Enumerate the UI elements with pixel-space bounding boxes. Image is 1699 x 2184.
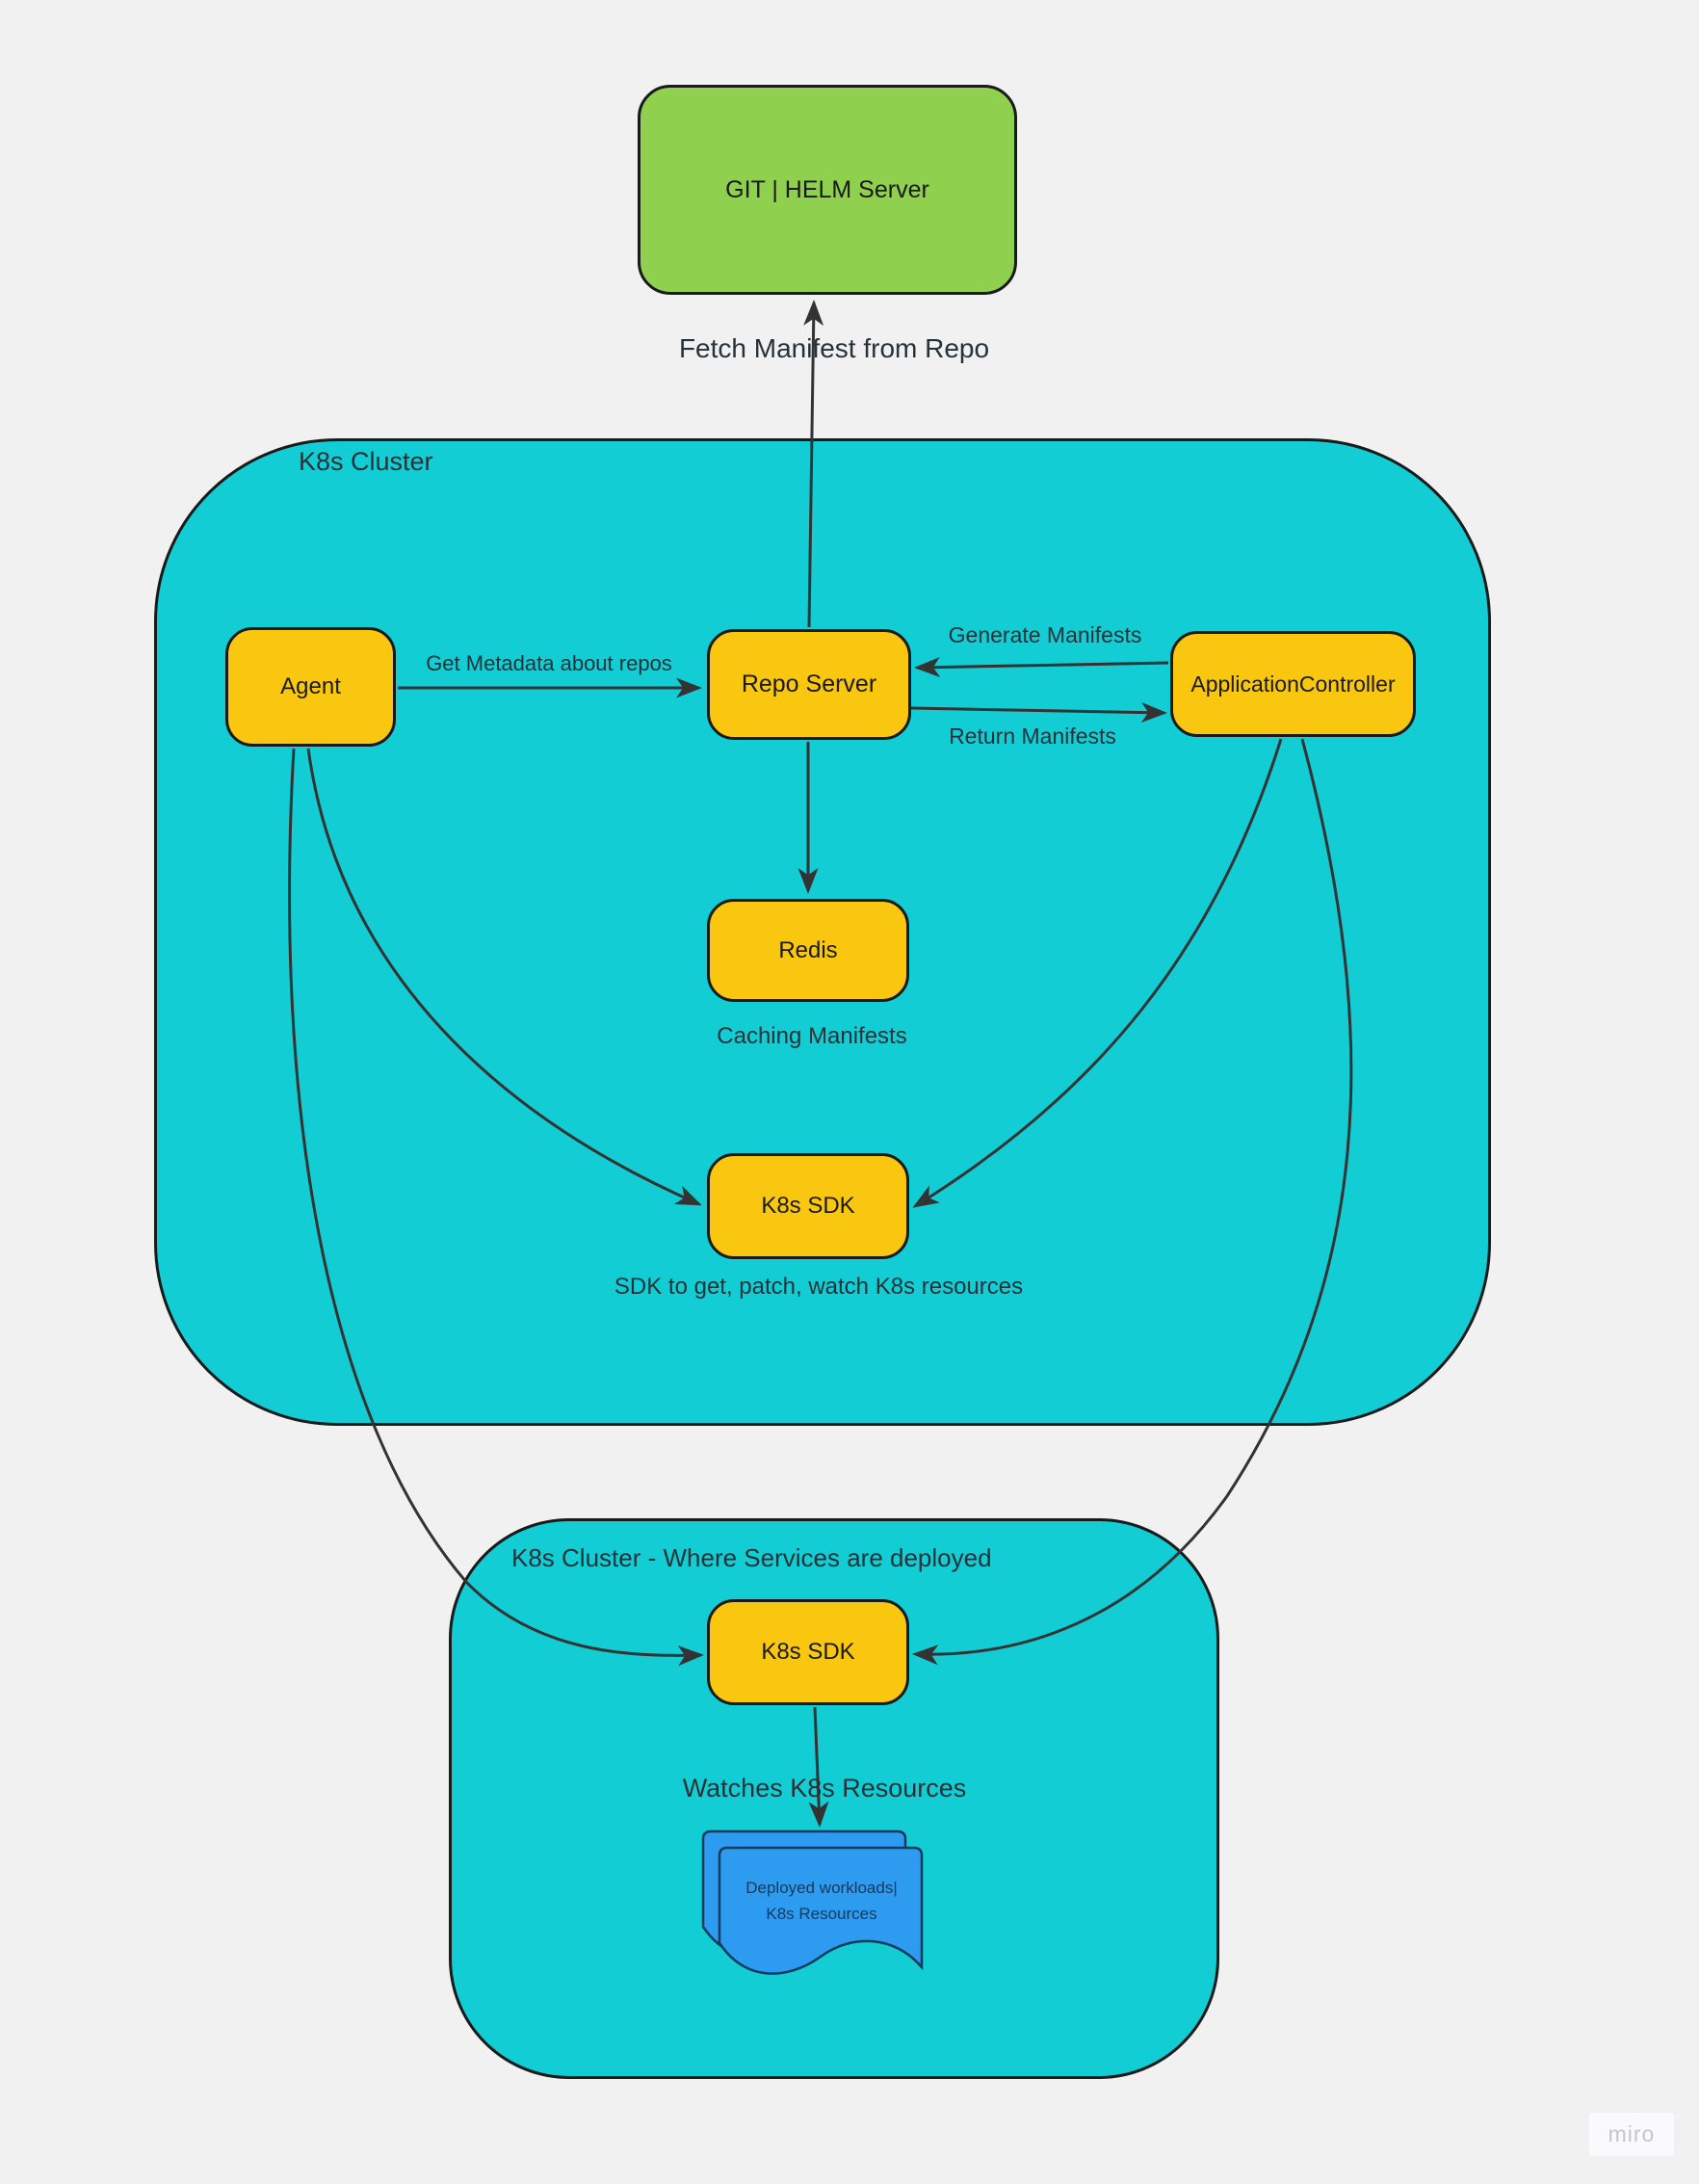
node-redis[interactable]: Redis [707,899,909,1002]
node-k8s-sdk-deploy[interactable]: K8s SDK [707,1599,909,1705]
node-repo-server-label: Repo Server [741,671,877,697]
node-k8s-sdk-main-label: K8s SDK [761,1193,855,1219]
edge-label-fetch-manifest[interactable]: Fetch Manifest from Repo [678,333,990,363]
edge-label-return-manifests[interactable]: Return Manifests [949,724,1116,749]
workloads-document-front[interactable] [718,1846,924,1975]
node-k8s-sdk-main[interactable]: K8s SDK [707,1153,909,1259]
edge-repo-server-to-git[interactable] [803,300,824,628]
node-k8s-sdk-deploy-label: K8s SDK [761,1639,855,1665]
edge-appcontroller-to-k8s-sdk-main[interactable] [912,738,1283,1208]
miro-watermark-label: miro [1608,2121,1656,2146]
node-application-controller[interactable]: ApplicationController [1170,631,1416,737]
cluster-main-title[interactable]: K8s Cluster [299,447,433,476]
workloads-document-line1: Deployed workloads| [745,1879,898,1897]
edge-agent-to-k8s-sdk-deploy[interactable] [288,748,704,1667]
cluster-deploy-title[interactable]: K8s Cluster - Where Services are deploye… [511,1543,992,1572]
caption-redis-caching[interactable]: Caching Manifests [717,1023,907,1049]
node-application-controller-label: ApplicationController [1190,671,1396,697]
workloads-document-line2: K8s Resources [766,1905,877,1924]
edge-appcontroller-to-k8s-sdk-deploy[interactable] [912,738,1353,1666]
node-agent[interactable]: Agent [225,627,396,747]
caption-watches-resources[interactable]: Watches K8s Resources [682,1774,967,1802]
edge-k8s-sdk-deploy-to-workloads[interactable] [808,1706,829,1828]
node-agent-label: Agent [280,673,341,699]
node-redis-label: Redis [778,936,838,963]
node-repo-server[interactable]: Repo Server [707,629,911,740]
edge-agent-to-k8s-sdk-main[interactable] [306,748,702,1206]
node-git-helm-server-label: GIT | HELM Server [725,175,929,203]
caption-sdk-purpose[interactable]: SDK to get, patch, watch K8s resources [614,1274,1024,1300]
edge-repo-server-to-appcontroller[interactable] [910,702,1167,724]
edge-appcontroller-to-repo-server[interactable] [914,657,1169,678]
edge-label-generate-manifests[interactable]: Generate Manifests [948,622,1142,647]
edge-label-get-metadata[interactable]: Get Metadata about repos [426,651,672,675]
workloads-document-text[interactable]: Deployed workloads| K8s Resources [719,1875,924,1927]
miro-watermark: miro [1589,2113,1674,2156]
node-git-helm-server[interactable]: GIT | HELM Server [638,85,1017,295]
